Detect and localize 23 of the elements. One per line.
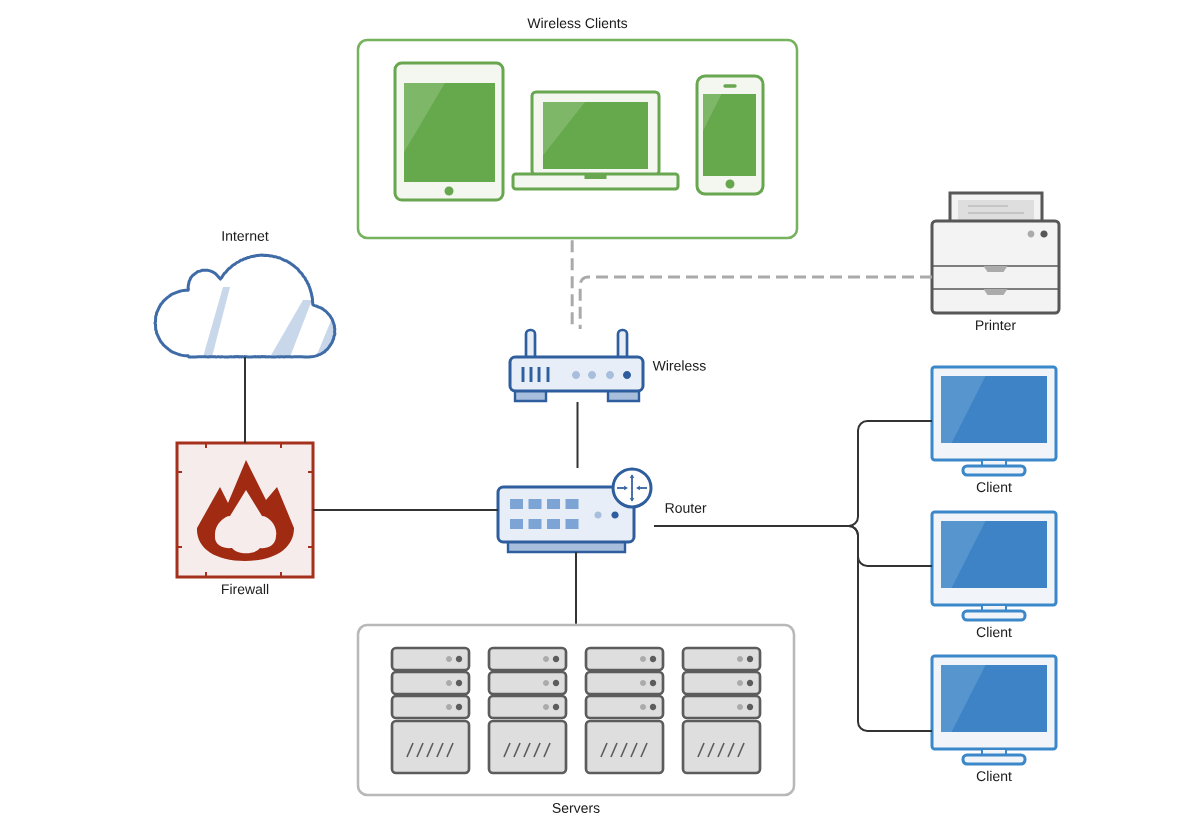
node-label: Printer	[976, 319, 1016, 331]
node-label: Wireless	[652, 360, 706, 371]
connector-line	[312, 509, 499, 511]
dashed-line	[578, 275, 932, 329]
connector-line	[575, 551, 577, 625]
phone-icon	[695, 74, 765, 196]
server-icon	[681, 646, 762, 775]
node-label: Router	[665, 503, 707, 513]
node-label: Servers	[552, 803, 600, 813]
server-icon	[584, 646, 665, 775]
node-label: Client	[976, 626, 1012, 638]
server-icon	[487, 646, 568, 775]
tablet-icon	[393, 61, 505, 202]
connector-line	[576, 401, 579, 469]
node-label: Firewall	[222, 583, 269, 595]
server-icon	[390, 646, 471, 775]
node-label: Client	[976, 481, 1012, 493]
connector-line	[244, 356, 246, 444]
node-label: Client	[976, 770, 1012, 782]
node-label: Wireless Clients	[527, 17, 628, 29]
node-label: Internet	[222, 231, 269, 241]
connector-line	[653, 525, 933, 732]
laptop-icon	[511, 90, 680, 191]
